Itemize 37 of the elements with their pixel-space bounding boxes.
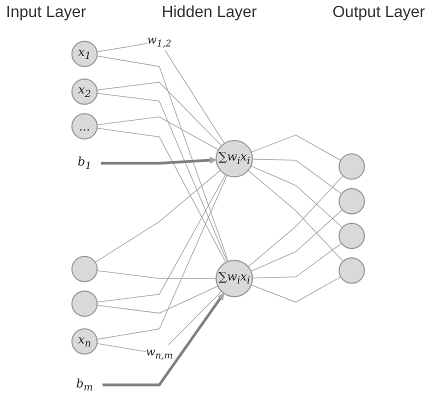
connector [250,209,343,272]
edge-label: w$_{n,m}$ [146,346,173,362]
arrow [100,156,217,165]
node-text: b$_{m}$ [76,376,94,393]
connector [250,276,342,303]
connector [250,134,342,161]
connector [96,174,226,303]
node-circle: ... [71,113,98,140]
node-circle: ∑w$_{i}$x$_{i}$ [216,260,254,298]
connector [250,166,343,228]
node-circle: ∑w$_{i}$x$_{i}$ [216,140,254,178]
connector [96,56,229,262]
connector [96,82,222,146]
connector [96,128,226,263]
connector [94,170,221,263]
connector [96,116,219,150]
connector [252,242,342,278]
layer-title: Input Layer [6,4,86,23]
node-circle [338,153,365,180]
layer-title: Hidden Layer [162,4,257,23]
connector [96,174,228,340]
node-text: b$_{1}$ [78,154,92,172]
connector [252,158,342,194]
connector [96,286,218,314]
arrow [102,293,224,386]
node-circle [338,257,365,284]
node-circle [71,290,98,317]
node-circle: x$_{1}$ [71,40,98,68]
node-circle: x$_{2}$ [71,78,98,105]
node-circle [338,222,365,250]
node-circle: x$_{n}$ [71,328,98,355]
layer-title: Output Layer [332,4,425,23]
connector [96,92,228,262]
connector [96,270,217,279]
node-circle [71,256,98,282]
node-circle [338,188,365,214]
edge-label: w$_{1,2}$ [147,34,172,49]
